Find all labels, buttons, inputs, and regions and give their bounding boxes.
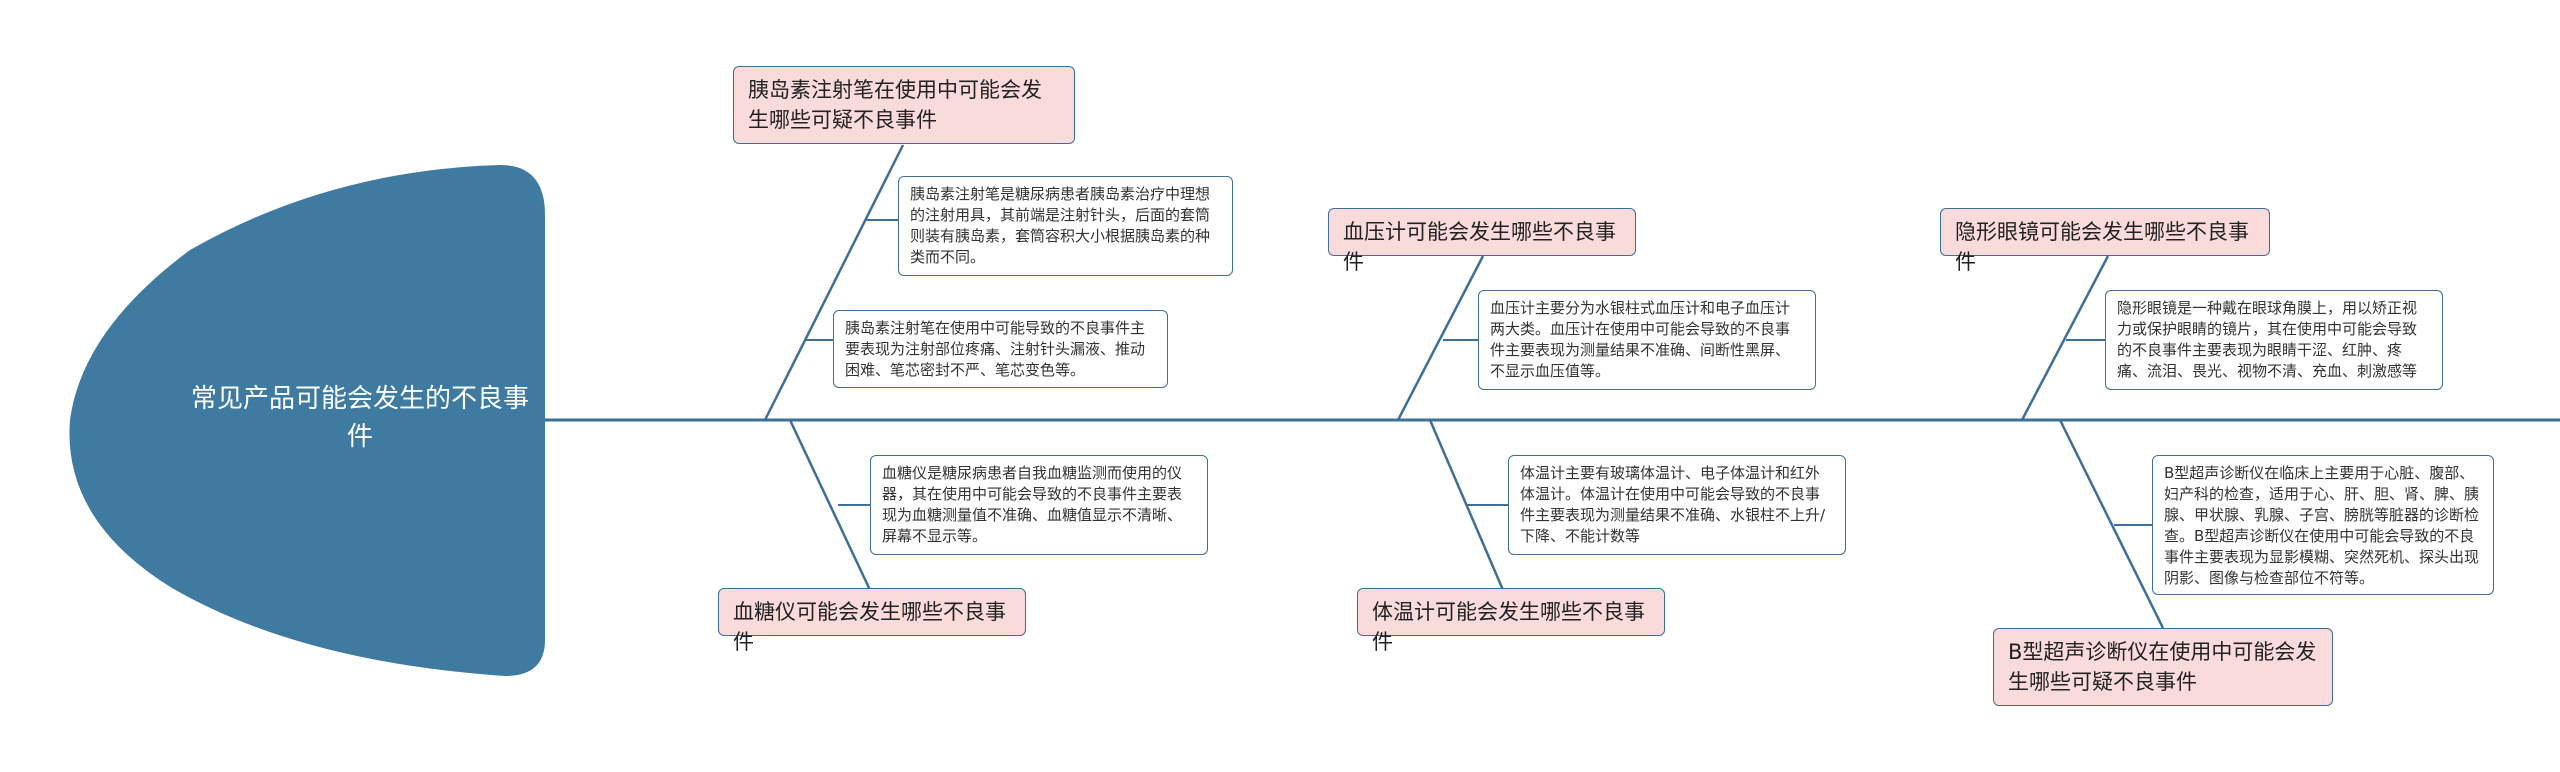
note-glucose-meter: 血糖仪是糖尿病患者自我血糖监测而使用的仪器，其在使用中可能会导致的不良事件主要表…: [870, 455, 1208, 555]
topic-ultrasound-scanner[interactable]: B型超声诊断仪在使用中可能会发生哪些可疑不良事件: [1993, 628, 2333, 706]
note-insulin-pen-description: 胰岛素注射笔是糖尿病患者胰岛素治疗中理想的注射用具，其前端是注射针头，后面的套筒…: [898, 176, 1233, 276]
note-ultrasound-scanner: B型超声诊断仪在临床上主要用于心脏、腹部、妇产科的检查，适用于心、肝、胆、肾、脾…: [2152, 455, 2494, 595]
branch-bone-blood-pressure: [1396, 255, 1485, 421]
branch-bone-ultrasound: [2058, 419, 2165, 629]
topic-thermometer[interactable]: 体温计可能会发生哪些不良事件: [1357, 588, 1665, 654]
note-insulin-pen-adverse-events: 胰岛素注射笔在使用中可能导致的不良事件主要表现为注射部位疼痛、注射针头漏液、推动…: [833, 310, 1168, 388]
topic-insulin-pen[interactable]: 胰岛素注射笔在使用中可能会发生哪些可疑不良事件: [733, 66, 1075, 144]
topic-blood-pressure-monitor[interactable]: 血压计可能会发生哪些不良事件: [1328, 208, 1636, 274]
branch-bone-insulin-pen: [763, 144, 905, 421]
branch-bone-glucose-meter: [788, 419, 872, 591]
branch-bone-contact-lens: [2020, 255, 2110, 421]
central-topic: 常见产品可能会发生的不良事件: [190, 384, 529, 452]
topic-contact-lens[interactable]: 隐形眼镜可能会发生哪些不良事件: [1940, 208, 2270, 274]
topic-glucose-meter[interactable]: 血糖仪可能会发生哪些不良事件: [718, 588, 1026, 654]
note-blood-pressure-monitor: 血压计主要分为水银柱式血压计和电子血压计两大类。血压计在使用中可能会导致的不良事…: [1478, 290, 1816, 390]
note-thermometer: 体温计主要有玻璃体温计、电子体温计和红外体温计。体温计在使用中可能会导致的不良事…: [1508, 455, 1846, 555]
note-contact-lens: 隐形眼镜是一种戴在眼球角膜上，用以矫正视力或保护眼睛的镜片，其在使用中可能会导致…: [2105, 290, 2443, 390]
fish-head: [69, 165, 545, 676]
